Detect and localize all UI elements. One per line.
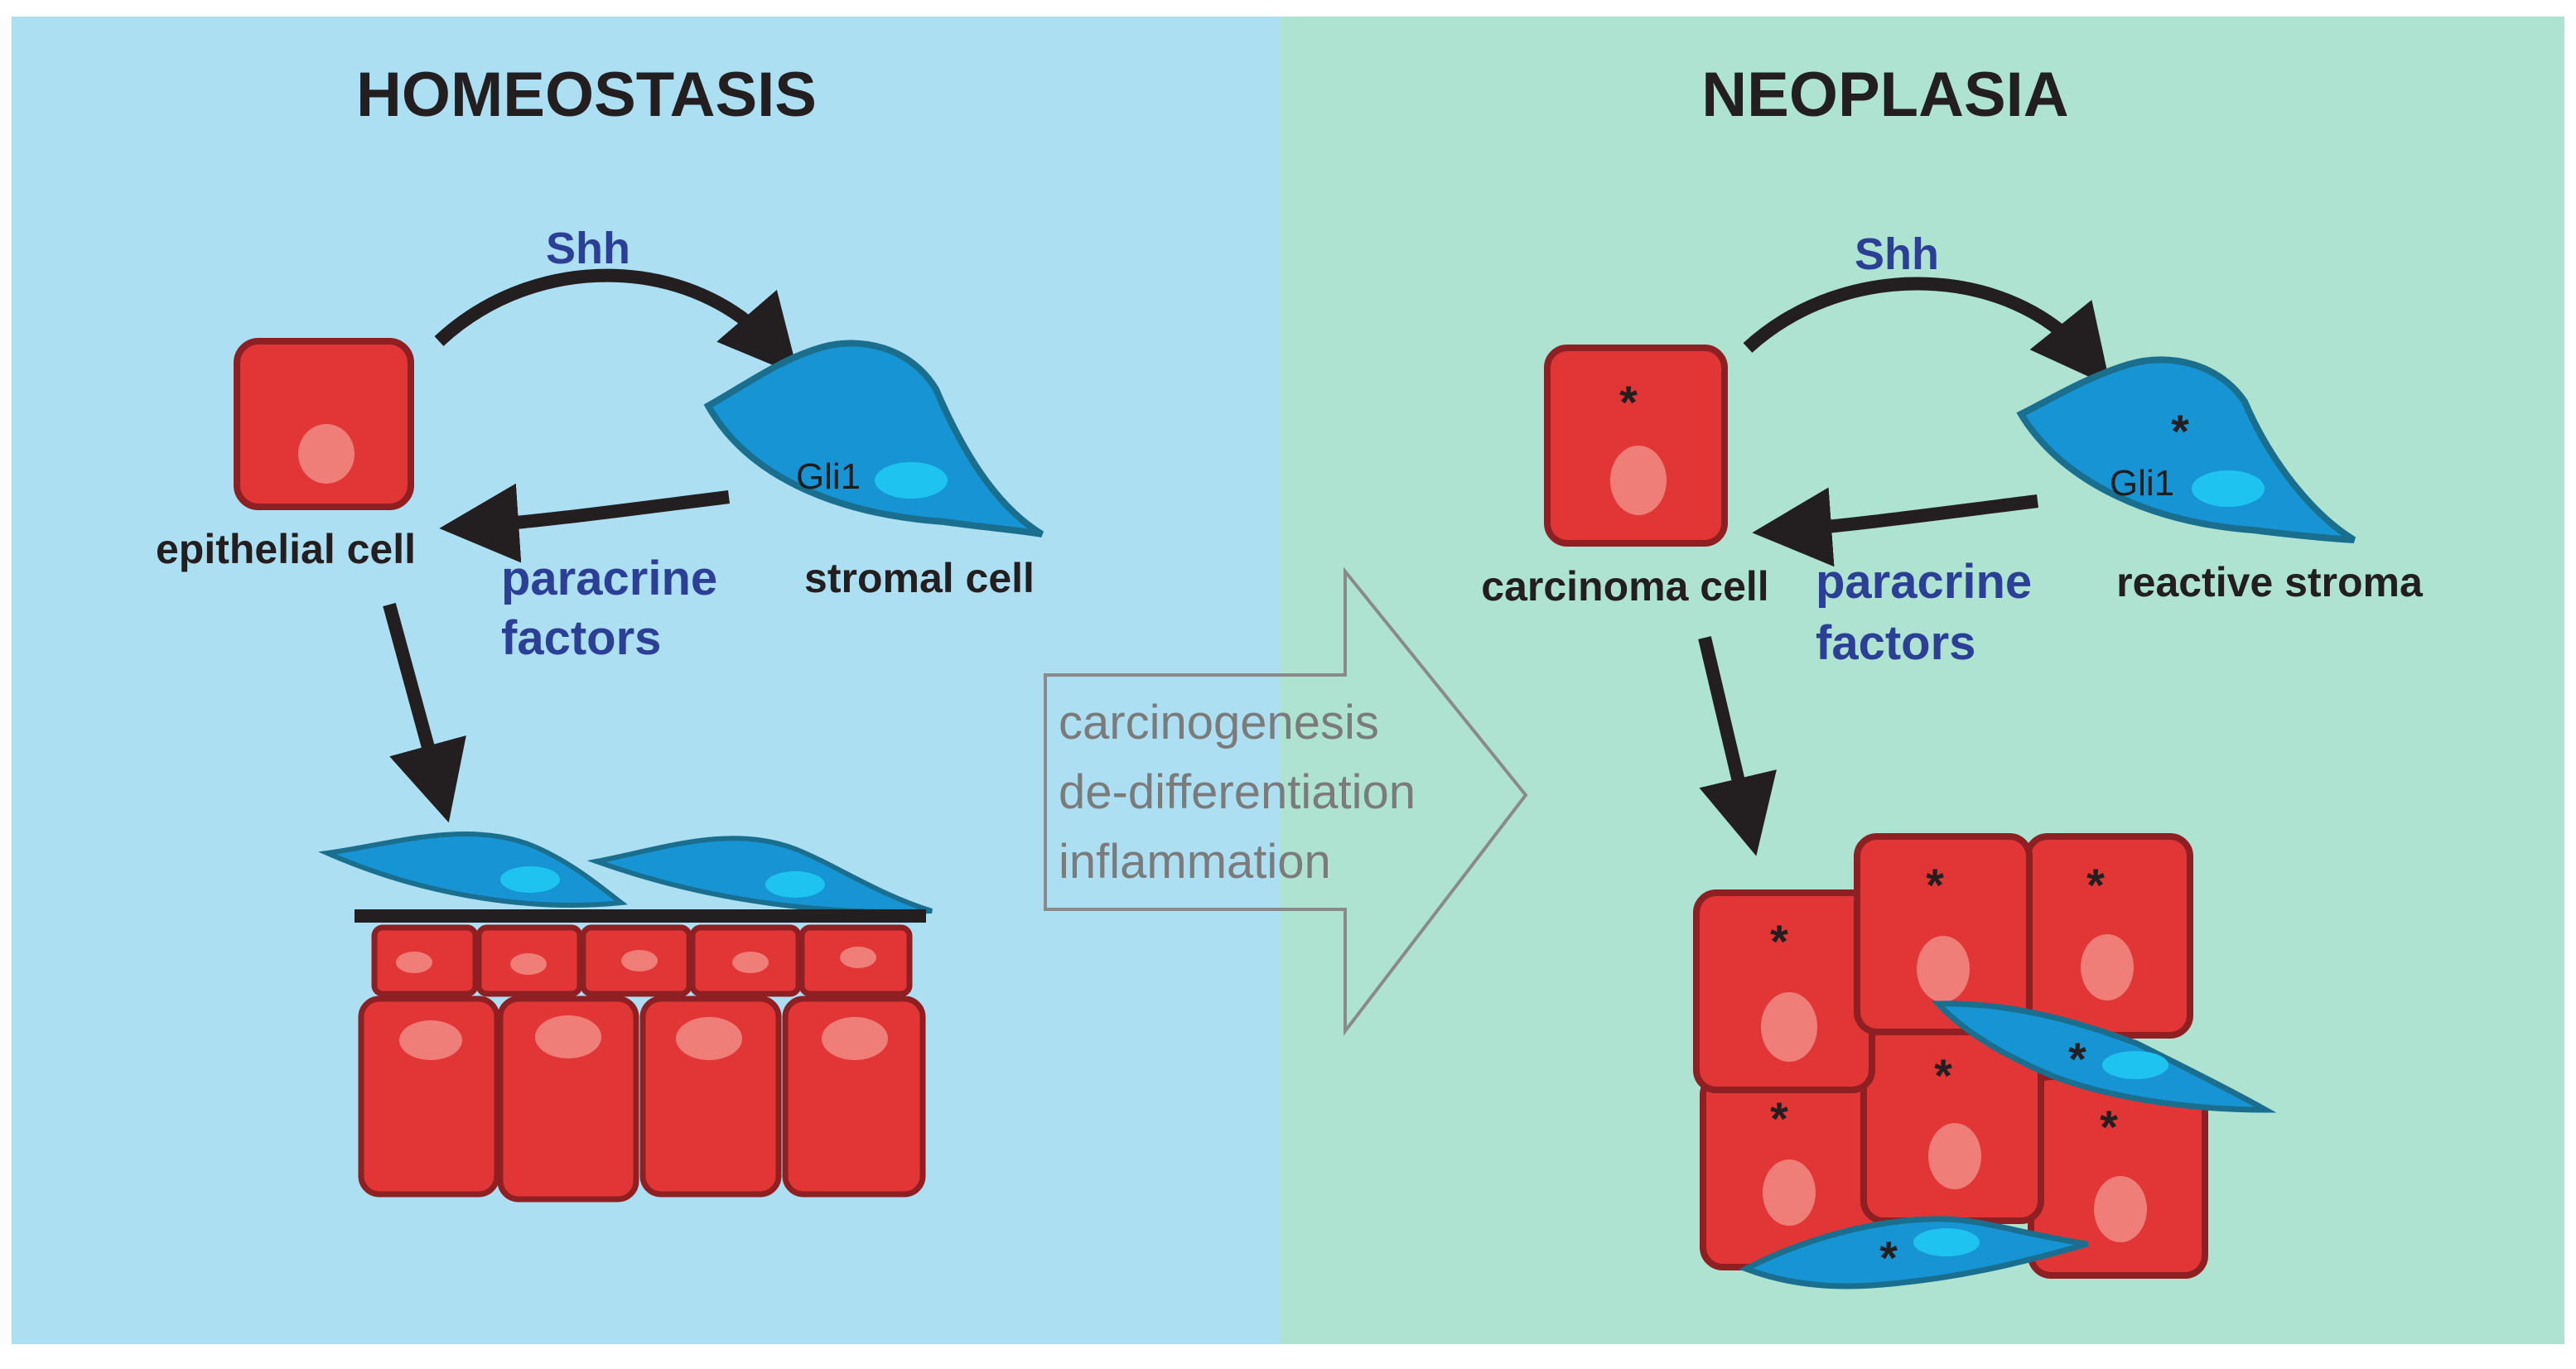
homeostatic-tissue (318, 832, 933, 1203)
paracrine-label-line2: factors (501, 611, 661, 665)
carcinoma-cell-icon (1544, 345, 1728, 547)
mutation-asterisk-icon: * (2068, 1033, 2086, 1085)
carcinoma-cell-icon (2024, 833, 2193, 1039)
epithelial-cell-icon (580, 924, 692, 997)
paracrine-label-line1: paracrine (501, 552, 717, 605)
mutation-asterisk-icon: * (2100, 1101, 2118, 1153)
epithelial-cell-icon (639, 995, 782, 1198)
mutation-asterisk-icon: * (2086, 859, 2105, 911)
stromal-cell-icon (586, 836, 933, 914)
mutation-asterisk-icon: * (1619, 376, 1638, 428)
shh-arrow (434, 268, 799, 376)
epithelial-cell-icon (371, 924, 479, 997)
carcinoma-cell-icon (2028, 1073, 2208, 1279)
stromal-cell-icon (1932, 1000, 2277, 1113)
epithelial-cell-icon (798, 924, 913, 997)
mutation-asterisk-icon: * (1926, 859, 1944, 911)
tissue-arrow (1698, 636, 1777, 856)
homeostasis-title: HOMEOSTASIS (356, 60, 817, 130)
process-dedifferentiation: de-differentiation (1059, 765, 1416, 819)
stromal-cell-icon (2016, 356, 2357, 543)
paracrine-arrow (1752, 487, 2038, 567)
epithelial-cell-icon (782, 995, 926, 1198)
epithelial-cell-icon (475, 924, 583, 997)
basement-membrane (355, 909, 926, 923)
neoplasia-signaling: Shh * carcinoma cell * Gli1 reactive str… (1481, 229, 2424, 856)
homeostasis-signaling: Shh epithelial cell Gli1 stromal cell pa… (156, 224, 1044, 823)
carcinoma-cell-label: carcinoma cell (1481, 563, 1768, 610)
shh-label: Shh (546, 224, 630, 273)
neoplastic-tissue: * * * * * * * (1693, 833, 2277, 1289)
mutation-asterisk-icon: * (1934, 1049, 1952, 1101)
gli1-label: Gli1 (2110, 463, 2174, 504)
epithelial-cell-icon (358, 995, 500, 1198)
carcinoma-cell-icon (1854, 833, 2033, 1035)
gli1-label: Gli1 (796, 456, 861, 497)
stromal-cell-icon (703, 340, 1044, 537)
shh-label: Shh (1855, 229, 1939, 279)
transition-arrow-icon (1044, 566, 1528, 1036)
epithelial-cell-label: epithelial cell (156, 526, 416, 572)
mutation-asterisk-icon: * (1879, 1232, 1898, 1284)
paracrine-label-line2: factors (1816, 616, 1975, 670)
epithelial-cell-icon (234, 338, 414, 510)
epithelial-cell-icon (497, 995, 639, 1203)
process-carcinogenesis: carcinogenesis (1059, 696, 1379, 750)
mutation-asterisk-icon: * (1770, 915, 1788, 967)
paracrine-label-line1: paracrine (1816, 555, 2032, 609)
stromal-cell-label: stromal cell (804, 555, 1035, 601)
carcinoma-cell-icon (1860, 1027, 2044, 1224)
reactive-stroma-label: reactive stroma (2116, 559, 2424, 605)
carcinoma-cell-icon (1693, 889, 1875, 1093)
stromal-cell-icon (1739, 1216, 2088, 1289)
process-inflammation: inflammation (1059, 835, 1331, 889)
mutation-asterisk-icon: * (1770, 1092, 1788, 1145)
shh-arrow (1743, 277, 2111, 387)
neoplasia-title: NEOPLASIA (1701, 60, 2068, 130)
mutation-asterisk-icon: * (2171, 405, 2189, 457)
paracrine-arrow (439, 483, 730, 563)
tissue-arrow (383, 602, 466, 823)
stromal-cell-icon (318, 832, 628, 908)
epithelial-cell-icon (689, 924, 802, 997)
